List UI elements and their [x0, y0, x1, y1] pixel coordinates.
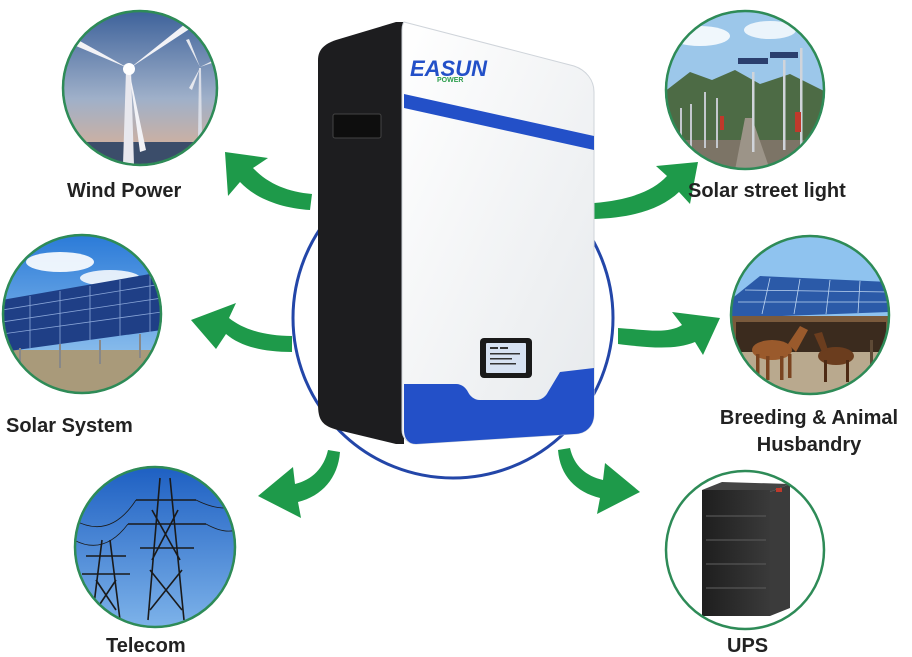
horse-farm-icon	[729, 234, 891, 396]
brand-logo-sub: POWER	[437, 77, 463, 84]
solar-panel-icon	[1, 233, 163, 395]
arrow-to-breeding	[618, 312, 720, 355]
label-solar-system: Solar System	[6, 415, 133, 437]
battery-product: EASUN POWER	[318, 21, 595, 445]
arrow-to-telecom	[258, 450, 340, 518]
arrow-to-wind	[225, 152, 312, 210]
label-breeding-line1: Breeding & Animal	[719, 407, 899, 429]
street-light-icon	[664, 9, 826, 171]
arrow-to-ups	[558, 448, 640, 514]
wind-turbine-icon	[61, 9, 219, 167]
label-telecom: Telecom	[106, 635, 186, 657]
label-solar-street-light: Solar street light	[688, 180, 846, 202]
battery-cabinet-icon	[664, 469, 826, 631]
power-tower-icon	[73, 465, 237, 629]
arrow-to-solar-street	[594, 162, 698, 219]
brand-logo-main: EASUN	[410, 56, 488, 81]
label-ups: UPS	[727, 635, 769, 657]
arrow-to-solar-system	[191, 303, 292, 352]
label-wind-power: Wind Power	[67, 180, 182, 202]
label-breeding-line2: Husbandry	[756, 434, 862, 456]
